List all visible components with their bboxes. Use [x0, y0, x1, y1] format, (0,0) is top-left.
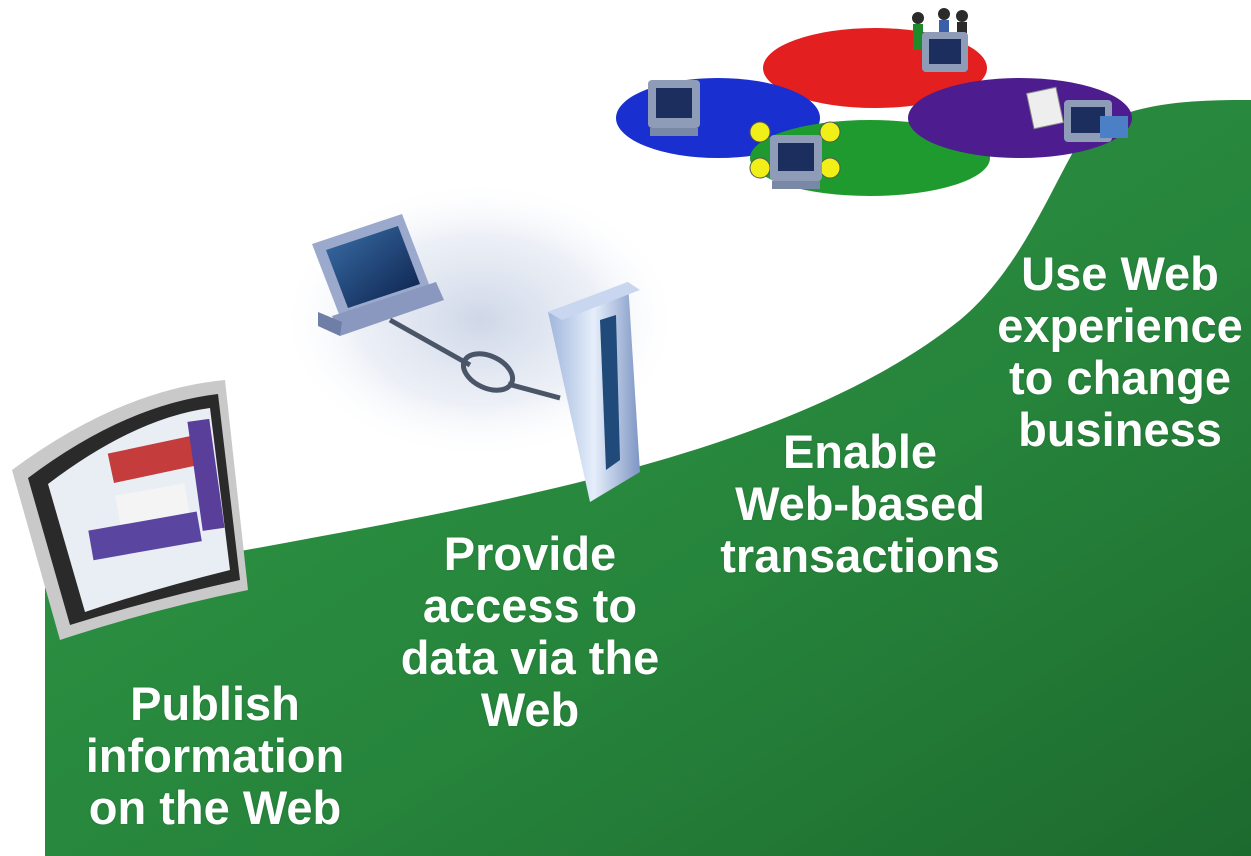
stage-label-line: Publish — [130, 677, 300, 730]
computer-server-connection-icon — [312, 214, 640, 502]
stage-label-access: Provide access to data via the Web — [380, 528, 680, 736]
growth-curve — [45, 100, 1251, 856]
stage-label-line: to change — [1009, 351, 1231, 404]
stage-label-line: experience — [997, 299, 1243, 352]
stage-label-publish: Publish information on the Web — [45, 678, 385, 834]
stage-label-line: Provide — [443, 527, 617, 580]
stage-label-line: on the Web — [88, 781, 342, 834]
stage-label-line: data via the — [400, 631, 660, 684]
stage-label-line: access to — [422, 579, 638, 632]
stage-label-line: information — [85, 729, 345, 782]
network-icon — [648, 80, 841, 189]
browser-window-icon — [12, 380, 248, 640]
stage-label-line: transactions — [720, 529, 1000, 582]
stage-label-line: Enable — [782, 425, 938, 478]
business-network-icon — [912, 8, 1128, 142]
stage-label-line: business — [1018, 403, 1222, 456]
stage-label-line: Web-based — [735, 477, 985, 530]
stage-label-line: Use Web — [1021, 247, 1219, 300]
stage-label-transactions: Enable Web-based transactions — [700, 426, 1020, 582]
stage-label-line: Web — [480, 683, 580, 736]
stage-label-change-business: Use Web experience to change business — [990, 248, 1250, 456]
